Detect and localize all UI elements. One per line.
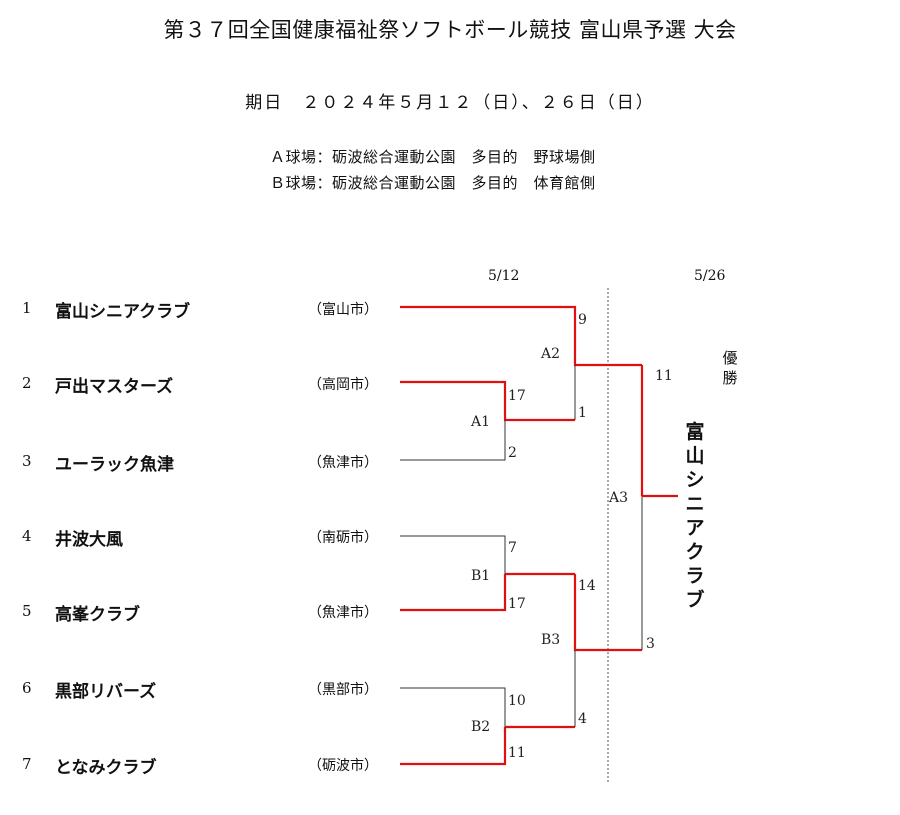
- team-name: 井波大風: [55, 530, 123, 550]
- round-label-2: 5/26: [694, 268, 726, 284]
- round-label-1: 5/12: [488, 268, 520, 284]
- event-date: 期日 ２０２４年５月１２（日）、２６日（日）: [245, 93, 655, 113]
- team-seed: 4: [22, 527, 32, 545]
- match-id: A1: [470, 414, 490, 430]
- team-row: 7 となみクラブ （砺波市）: [0, 753, 400, 778]
- team-city: （魚津市）: [308, 605, 378, 621]
- match-score-top: 7: [508, 540, 517, 556]
- team-seed: 6: [22, 679, 32, 697]
- match-score-bottom: 17: [508, 596, 526, 612]
- match-id: B1: [471, 568, 490, 584]
- team-row: 1 富山シニアクラブ （富山市）: [0, 297, 400, 322]
- match-score-top: 9: [578, 312, 587, 328]
- team-seed: 1: [22, 299, 32, 317]
- venue-a: Ａ球場：砺波総合運動公園 多目的 野球場側: [270, 148, 596, 166]
- champion-name: 富山シニアクラブ: [685, 421, 705, 611]
- team-name: 富山シニアクラブ: [55, 302, 191, 322]
- champion-label: 優勝: [722, 349, 738, 387]
- match-score-bottom: 1: [578, 405, 587, 421]
- match-b2: 10 11 B2: [400, 687, 575, 766]
- team-row: 4 井波大風 （南砺市）: [0, 525, 400, 550]
- match-score-top: 14: [578, 578, 596, 594]
- team-name: 黒部リバーズ: [55, 682, 157, 702]
- match-score-top: 10: [508, 693, 526, 709]
- team-row: 2 戸出マスターズ （高岡市）: [0, 372, 400, 397]
- team-seed: 7: [22, 755, 32, 773]
- match-id: B3: [541, 632, 560, 648]
- match-id: A3: [608, 490, 628, 506]
- team-city: （砺波市）: [308, 758, 378, 774]
- team-seed: 3: [22, 452, 32, 470]
- match-score-bottom: 11: [508, 745, 526, 761]
- match-score-bottom: 4: [578, 711, 587, 727]
- page-title: 第３７回全国健康福祉祭ソフトボール競技 富山県予選 大会: [163, 18, 737, 42]
- team-seed: 2: [22, 374, 32, 392]
- team-name: 戸出マスターズ: [55, 377, 174, 397]
- match-id: A2: [540, 346, 560, 362]
- match-a2: 9 1 A2: [400, 305, 642, 421]
- team-name: ユーラック魚津: [55, 455, 174, 475]
- match-a3: 11 3 A3: [608, 365, 678, 652]
- team-row: 3 ユーラック魚津 （魚津市）: [0, 450, 400, 475]
- match-id: B2: [471, 719, 490, 735]
- team-row: 6 黒部リバーズ （黒部市）: [0, 677, 400, 702]
- team-row: 5 高峯クラブ （魚津市）: [0, 600, 400, 625]
- team-city: （魚津市）: [308, 455, 378, 471]
- team-city: （高岡市）: [308, 377, 378, 393]
- team-city: （富山市）: [308, 302, 378, 318]
- team-city: （黒部市）: [308, 682, 378, 698]
- match-score-bottom: 3: [646, 636, 655, 652]
- match-b1: 7 17 B1: [400, 535, 575, 612]
- team-seed: 5: [22, 602, 32, 620]
- team-name: 高峯クラブ: [55, 605, 140, 625]
- match-score-top: 17: [508, 388, 526, 404]
- team-city: （南砺市）: [308, 530, 378, 546]
- match-score-bottom: 2: [508, 445, 517, 461]
- match-b3: 14 4 B3: [541, 574, 642, 727]
- venue-b: Ｂ球場：砺波総合運動公園 多目的 体育館側: [270, 174, 596, 192]
- team-name: となみクラブ: [55, 758, 157, 778]
- match-a1: 17 2 A1: [400, 380, 575, 461]
- match-score-top: 11: [655, 368, 673, 384]
